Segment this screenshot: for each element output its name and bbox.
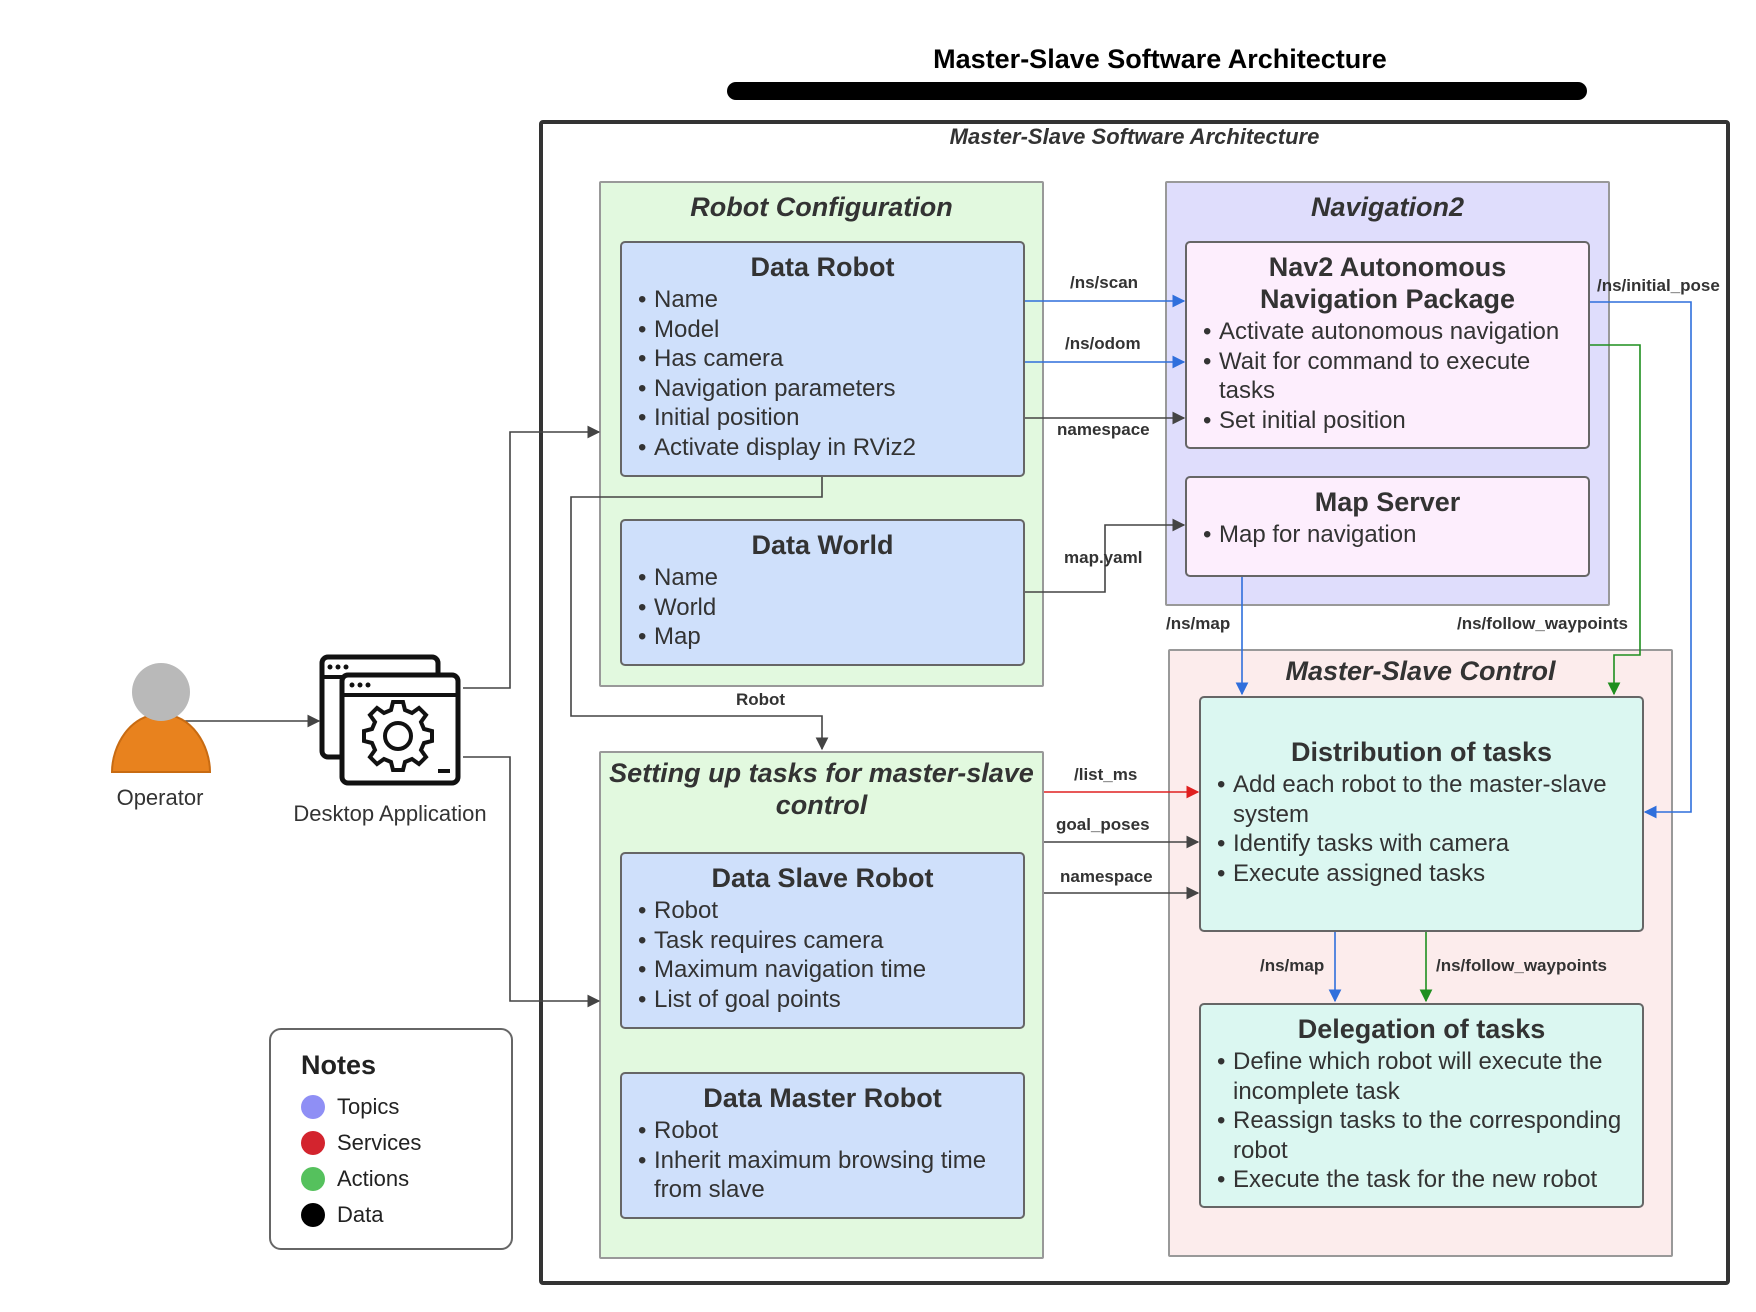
- list-item: Task requires camera: [638, 926, 1007, 956]
- data-world-title: Data World: [751, 530, 894, 560]
- list-item: Map: [638, 622, 1007, 652]
- edge-map-yaml: [1025, 518, 1186, 593]
- distribution-of-tasks-list: Add each robot to the master-slave syste…: [1217, 770, 1626, 888]
- delegation-of-tasks-list: Define which robot will execute the inco…: [1217, 1047, 1626, 1195]
- title-underline-bar: [727, 82, 1587, 100]
- edge-robot-data: [570, 477, 829, 751]
- list-item: Execute assigned tasks: [1217, 859, 1626, 889]
- list-item: Define which robot will execute the inco…: [1217, 1047, 1626, 1106]
- data-robot-card: Data Robot Name Model Has camera Navigat…: [620, 241, 1025, 477]
- master-slave-control-title: Master-Slave Control: [1285, 656, 1556, 686]
- desktop-application-label: Desktop Application: [293, 801, 487, 826]
- list-item: Wait for command to execute tasks: [1203, 347, 1572, 406]
- edge-label-namespace-top: namespace: [1057, 420, 1150, 439]
- delegation-of-tasks-card: Delegation of tasks Define which robot w…: [1199, 1003, 1644, 1208]
- data-master-robot-list: Robot Inherit maximum browsing time from…: [638, 1116, 1007, 1205]
- list-item: Activate display in RViz2: [638, 433, 1007, 463]
- edge-label-map-bottom: /ns/map: [1260, 956, 1325, 975]
- desktop-application-icon: [319, 654, 461, 786]
- legend-item-data: Data: [301, 1197, 481, 1233]
- nav2-package-title: Nav2 Autonomous Navigation Package: [1259, 252, 1516, 314]
- services-dot-icon: [301, 1131, 325, 1155]
- data-robot-title: Data Robot: [750, 252, 895, 282]
- legend-label: Actions: [337, 1166, 410, 1191]
- topics-dot-icon: [301, 1095, 325, 1119]
- edge-app-to-robot-config: [463, 425, 601, 689]
- data-world-list: Name World Map: [638, 563, 1007, 652]
- edge-label-odom: /ns/odom: [1065, 334, 1141, 353]
- data-world-card: Data World Name World Map: [620, 519, 1025, 666]
- edge-label-map-yaml: map.yaml: [1064, 548, 1143, 567]
- legend-label: Services: [337, 1130, 422, 1155]
- list-item: Activate autonomous navigation: [1203, 317, 1572, 347]
- list-item: Robot: [638, 896, 1007, 926]
- edge-label-follow-bottom: /ns/follow_waypoints: [1436, 956, 1607, 975]
- list-item: Model: [638, 315, 1007, 345]
- nav2-package-list: Activate autonomous navigation Wait for …: [1203, 317, 1572, 435]
- data-robot-list: Name Model Has camera Navigation paramet…: [638, 285, 1007, 462]
- edge-label-follow-top: /ns/follow_waypoints: [1457, 614, 1628, 633]
- list-item: List of goal points: [638, 985, 1007, 1015]
- distribution-of-tasks-title: Distribution of tasks: [1290, 737, 1553, 767]
- edge-label-initial-pose: /ns/initial_pose: [1597, 276, 1720, 295]
- edge-label-scan: /ns/scan: [1070, 273, 1139, 292]
- notes-legend: Notes Topics Services Actions Data: [269, 1028, 513, 1250]
- list-item: World: [638, 593, 1007, 623]
- list-item: Set initial position: [1203, 406, 1572, 436]
- map-server-title: Map Server: [1314, 487, 1461, 517]
- diagram-title: Master-Slave Software Architecture: [933, 44, 1387, 74]
- architecture-frame: [539, 120, 1730, 1285]
- list-item: Robot: [638, 1116, 1007, 1146]
- data-master-robot-title: Data Master Robot: [703, 1083, 942, 1113]
- list-item: Reassign tasks to the corresponding robo…: [1217, 1106, 1626, 1165]
- edge-follow-waypoints-top: [1590, 344, 1641, 696]
- data-dot-icon: [301, 1203, 325, 1227]
- operator-icon: [110, 663, 212, 773]
- list-item: Identify tasks with camera: [1217, 829, 1626, 859]
- map-server-card: Map Server Map for navigation: [1185, 476, 1590, 577]
- list-item: Name: [638, 563, 1007, 593]
- legend-label: Topics: [337, 1094, 400, 1119]
- delegation-of-tasks-title: Delegation of tasks: [1297, 1014, 1546, 1044]
- data-slave-robot-list: Robot Task requires camera Maximum navig…: [638, 896, 1007, 1014]
- actions-dot-icon: [301, 1167, 325, 1191]
- navigation2-title: Navigation2: [1310, 192, 1465, 222]
- list-item: Has camera: [638, 344, 1007, 374]
- frame-title: Master-Slave Software Architecture: [949, 124, 1320, 149]
- map-server-list: Map for navigation: [1203, 520, 1572, 550]
- edge-app-to-tasks: [463, 756, 601, 1008]
- operator-label: Operator: [116, 785, 204, 810]
- edge-label-map-top: /ns/map: [1166, 614, 1231, 633]
- edge-label-robot: Robot: [736, 690, 786, 709]
- edge-label-goal-poses: goal_poses: [1056, 815, 1150, 834]
- legend-item-services: Services: [301, 1125, 481, 1161]
- list-item: Navigation parameters: [638, 374, 1007, 404]
- list-item: Initial position: [638, 403, 1007, 433]
- list-item: Execute the task for the new robot: [1217, 1165, 1626, 1195]
- data-slave-robot-card: Data Slave Robot Robot Task requires cam…: [620, 852, 1025, 1029]
- list-item: Map for navigation: [1203, 520, 1572, 550]
- legend-label: Data: [337, 1202, 384, 1227]
- tasks-setup-title: Setting up tasks for master-slave contro…: [609, 758, 1034, 820]
- list-item: Maximum navigation time: [638, 955, 1007, 985]
- data-master-robot-card: Data Master Robot Robot Inherit maximum …: [620, 1072, 1025, 1219]
- data-slave-robot-title: Data Slave Robot: [711, 863, 934, 893]
- list-item: Add each robot to the master-slave syste…: [1217, 770, 1626, 829]
- edge-initial-pose: [1590, 301, 1692, 819]
- edge-label-list-ms: /list_ms: [1074, 765, 1138, 784]
- distribution-of-tasks-card: Distribution of tasks Add each robot to …: [1199, 696, 1644, 932]
- robot-configuration-title: Robot Configuration: [690, 192, 953, 222]
- legend-item-actions: Actions: [301, 1161, 481, 1197]
- list-item: Name: [638, 285, 1007, 315]
- legend-item-topics: Topics: [301, 1089, 481, 1125]
- edge-label-namespace-bottom: namespace: [1060, 867, 1153, 886]
- nav2-package-card: Nav2 Autonomous Navigation Package Activ…: [1185, 241, 1590, 449]
- notes-title: Notes: [301, 1050, 377, 1080]
- list-item: Inherit maximum browsing time from slave: [638, 1146, 1007, 1205]
